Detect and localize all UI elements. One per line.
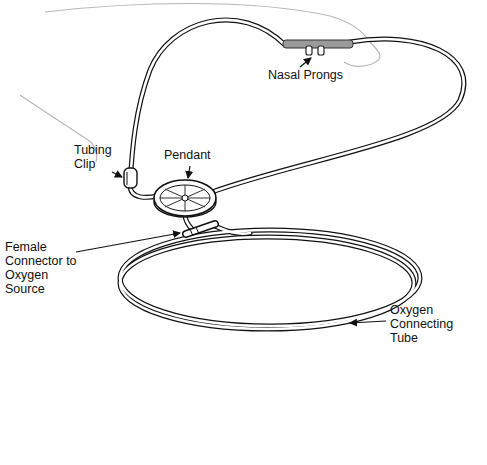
part-label: Tubing Clip bbox=[74, 143, 120, 171]
part-label: Oxygen Connecting Tube bbox=[390, 303, 482, 345]
female-connector bbox=[186, 224, 215, 236]
part-label: Pendant bbox=[164, 148, 234, 162]
leader-arrows bbox=[76, 58, 386, 323]
tubing-outline bbox=[120, 20, 464, 329]
part-label: Nasal Prongs bbox=[268, 68, 378, 82]
pendant bbox=[154, 180, 216, 217]
face-outline bbox=[20, 4, 380, 163]
nasal-prongs bbox=[283, 40, 353, 55]
tubing-clip bbox=[124, 168, 137, 188]
part-label: Female Connector to Oxygen Source bbox=[5, 240, 77, 296]
tubing-fill bbox=[120, 20, 464, 329]
